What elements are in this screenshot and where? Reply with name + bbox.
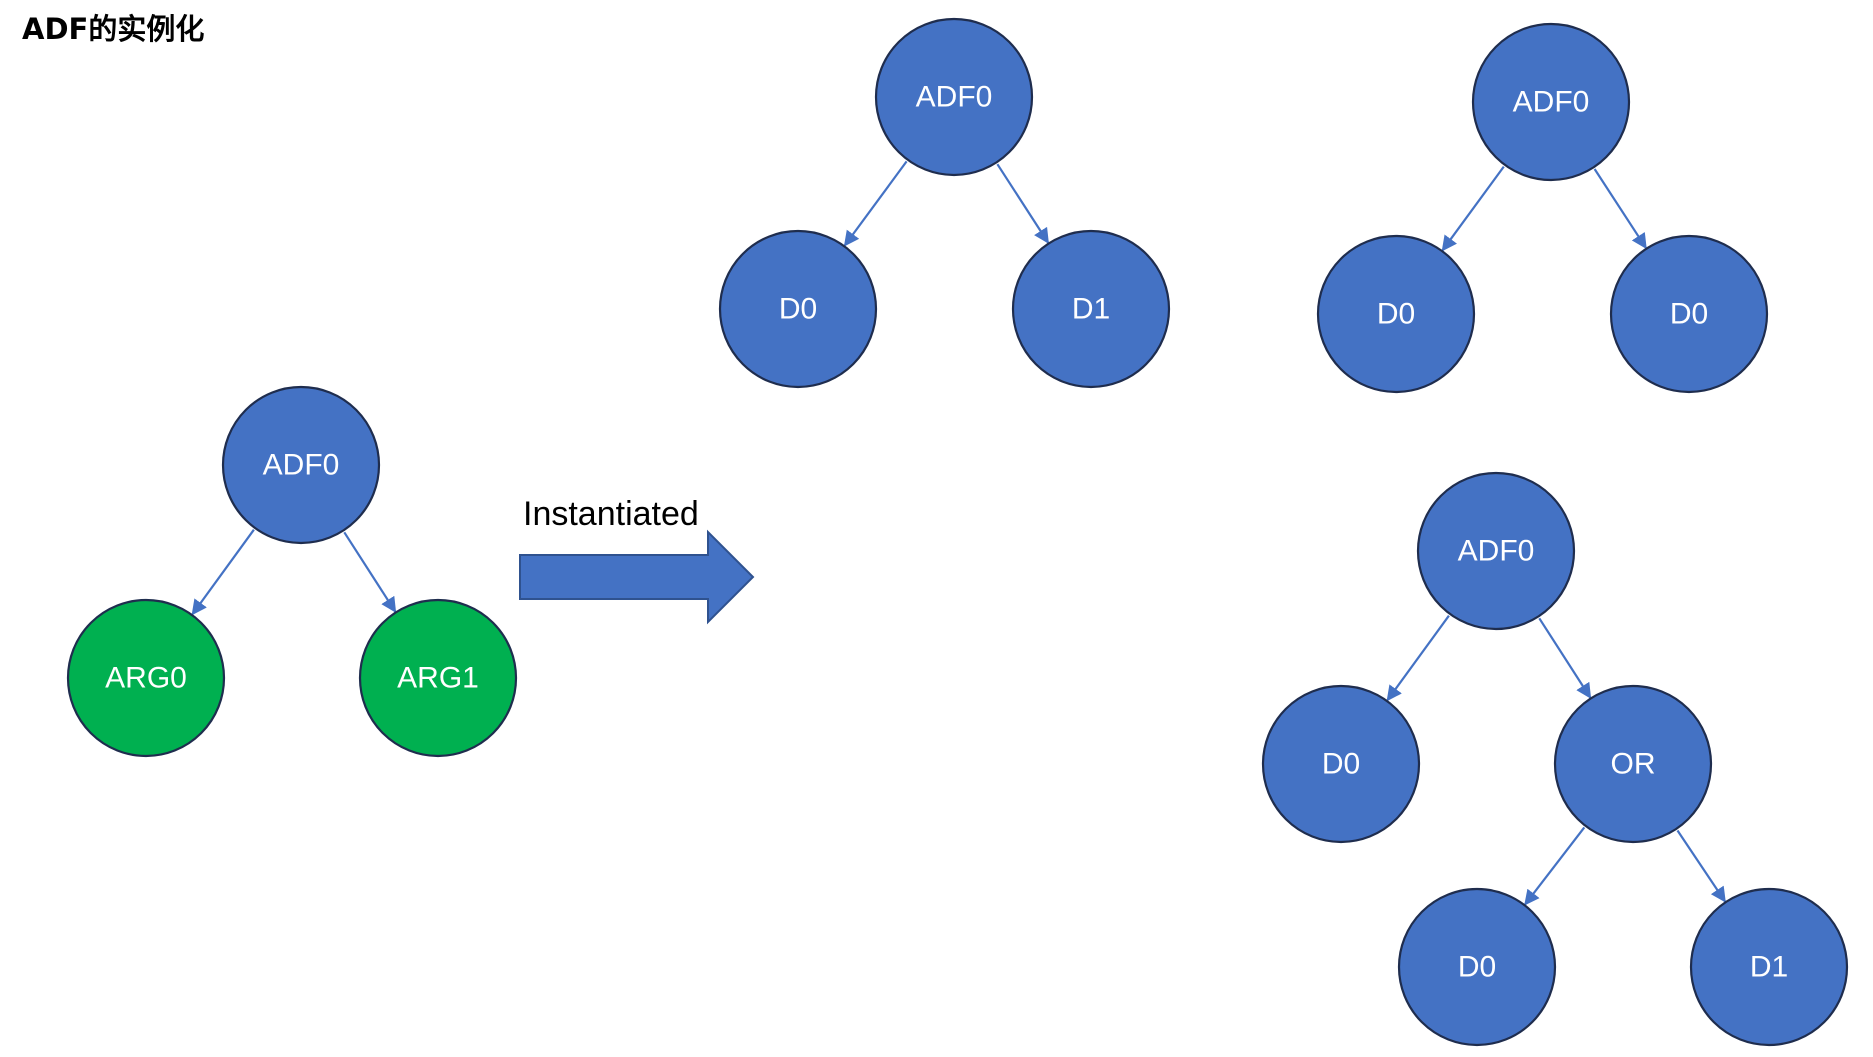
node-circle-instance-3-d1 bbox=[1689, 887, 1849, 1047]
node-instance-2-adf0: ADF0 bbox=[1471, 22, 1631, 182]
node-label-instance-2-d0b: D0 bbox=[1670, 298, 1708, 331]
edges-layer bbox=[191, 160, 1726, 906]
node-label-instance-1-d0: D0 bbox=[779, 293, 817, 326]
node-circle-instance-3-or bbox=[1553, 684, 1713, 844]
node-instance-1-adf0: ADF0 bbox=[874, 17, 1034, 177]
node-instance-2-d0b: D0 bbox=[1609, 234, 1769, 394]
edge-instance-3-or-d0b bbox=[1524, 826, 1586, 906]
node-label-template-adf0: ADF0 bbox=[263, 449, 340, 482]
edge-instance-3-adf0-or bbox=[1538, 617, 1592, 699]
node-instance-3-or: OR bbox=[1553, 684, 1713, 844]
node-template-adf0: ADF0 bbox=[221, 385, 381, 545]
edge-template-adf0-arg0 bbox=[191, 529, 255, 616]
node-label-instance-3-or: OR bbox=[1611, 748, 1656, 781]
node-label-instance-1-adf0: ADF0 bbox=[916, 81, 993, 114]
node-circle-instance-3-d0 bbox=[1261, 684, 1421, 844]
node-instance-3-d0b: D0 bbox=[1397, 887, 1557, 1047]
node-label-template-arg1: ARG1 bbox=[397, 662, 479, 695]
node-circle-instance-3-d0b bbox=[1397, 887, 1557, 1047]
node-label-instance-3-adf0: ADF0 bbox=[1458, 535, 1535, 568]
node-instance-3-d1: D1 bbox=[1689, 887, 1849, 1047]
node-circle-instance-2-d0a bbox=[1316, 234, 1476, 394]
edge-instance-1-adf0-d0 bbox=[843, 160, 908, 247]
node-template-arg0: ARG0 bbox=[66, 598, 226, 758]
node-instance-2-d0a: D0 bbox=[1316, 234, 1476, 394]
node-template-arg1: ARG1 bbox=[358, 598, 518, 758]
node-instance-1-d0: D0 bbox=[718, 229, 878, 389]
node-label-instance-2-d0a: D0 bbox=[1377, 298, 1415, 331]
edge-instance-2-adf0-d0b bbox=[1593, 168, 1647, 250]
arrow-label: Instantiated bbox=[523, 495, 699, 533]
node-instance-3-adf0: ADF0 bbox=[1416, 471, 1576, 631]
node-circle-instance-3-adf0 bbox=[1416, 471, 1576, 631]
edge-template-adf0-arg1 bbox=[343, 531, 397, 613]
node-circle-template-adf0 bbox=[221, 385, 381, 545]
node-label-instance-1-d1: D1 bbox=[1072, 293, 1110, 326]
node-circle-template-arg1 bbox=[358, 598, 518, 758]
edge-instance-3-adf0-d0 bbox=[1386, 615, 1450, 702]
instantiated-arrow: Instantiated bbox=[519, 495, 755, 625]
node-instance-1-d1: D1 bbox=[1011, 229, 1171, 389]
node-circle-template-arg0 bbox=[66, 598, 226, 758]
node-label-instance-3-d1: D1 bbox=[1750, 951, 1788, 984]
node-label-instance-2-adf0: ADF0 bbox=[1513, 86, 1590, 119]
page-title: ADF的实例化 bbox=[22, 12, 205, 46]
node-label-template-arg0: ARG0 bbox=[105, 662, 187, 695]
node-circle-instance-1-d1 bbox=[1011, 229, 1171, 389]
node-label-instance-3-d0: D0 bbox=[1322, 748, 1360, 781]
node-circle-instance-2-d0b bbox=[1609, 234, 1769, 394]
edge-instance-3-or-d1 bbox=[1676, 829, 1726, 903]
block-arrow-shape bbox=[519, 529, 755, 625]
node-instance-3-d0: D0 bbox=[1261, 684, 1421, 844]
node-circle-instance-2-adf0 bbox=[1471, 22, 1631, 182]
edge-instance-2-adf0-d0a bbox=[1441, 165, 1505, 252]
node-label-instance-3-d0b: D0 bbox=[1458, 951, 1496, 984]
node-circle-instance-1-d0 bbox=[718, 229, 878, 389]
node-circle-instance-1-adf0 bbox=[874, 17, 1034, 177]
edge-instance-1-adf0-d1 bbox=[996, 163, 1050, 244]
